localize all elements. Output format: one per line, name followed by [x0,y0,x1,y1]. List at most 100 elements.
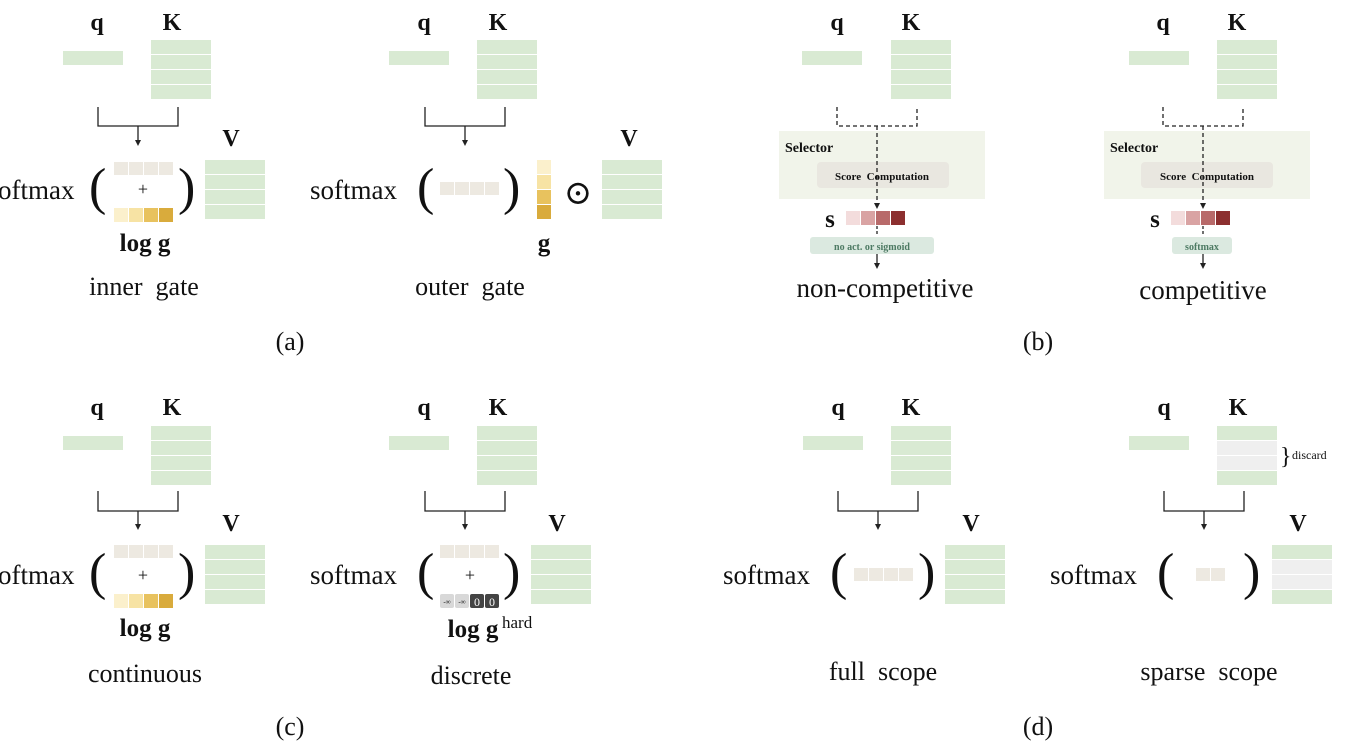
activation-label: softmax [1185,242,1219,253]
score-vector [846,211,905,225]
panel-d-sparse-scope: q K } discard V softmax ( ) sparse scope [1050,395,1332,686]
activation-box [1172,237,1232,254]
qk-connector [97,107,179,142]
activation-box [810,237,934,254]
k-label: K [902,395,921,421]
value-matrix [1272,545,1332,604]
q-label: q [90,10,104,36]
score-computation-box [1141,162,1273,188]
k-label: K [163,395,182,421]
left-paren: ( [89,544,106,601]
query-vector [802,51,862,65]
panel-c-right-label: discrete [431,661,512,690]
key-matrix [1217,426,1277,485]
log-g-label: log g [120,615,171,642]
key-matrix [891,40,951,99]
panel-d-caption: (d) [1023,712,1053,741]
arrow-head [1200,263,1206,269]
softmax-label: softmax [310,175,397,205]
right-paren: ) [178,159,195,216]
zero-cell: 0 [489,595,495,609]
softmax-label: oftmax [0,560,75,590]
panel-b-non-competitive: q K Selector Score Computation s no act.… [779,10,985,303]
arrow-head [875,524,881,530]
query-vector [389,51,449,65]
qk-connector [836,107,918,204]
gate-column [537,160,551,219]
arrow-head [462,524,468,530]
query-vector [803,436,863,450]
score-vector [1171,211,1230,225]
v-label: V [548,511,566,537]
right-paren: ) [1243,544,1260,601]
g-label: g [538,230,551,257]
arrow-head [462,140,468,146]
right-paren: ) [503,159,520,216]
s-label: s [1150,206,1160,233]
qk-connector [837,491,919,526]
arrow-head [1201,524,1207,530]
qk-connector [424,107,506,142]
hard-superscript: hard [502,613,533,632]
v-label: V [620,126,638,152]
q-label: q [90,395,104,421]
panel-b-competitive: q K Selector Score Computation s softmax… [1104,10,1310,305]
score-row [114,545,173,558]
qk-connector [1163,491,1245,526]
softmax-label: softmax [723,560,810,590]
q-label: q [1156,10,1170,36]
hard-gate-row: -∞ -∞ 0 0 [440,594,499,609]
panel-b-caption: (b) [1023,327,1053,356]
score-computation-label: Score Computation [835,171,929,183]
right-paren: ) [178,544,195,601]
panel-a-caption: (a) [276,327,305,356]
v-label: V [1289,511,1307,537]
q-label: q [831,395,845,421]
softmax-label: oftmax [0,175,75,205]
neg-inf-cell: -∞ [443,598,450,606]
log-g-label: log g [448,616,499,643]
value-matrix [205,160,265,219]
key-matrix [151,426,211,485]
panel-b-right-label: competitive [1139,275,1266,305]
panel-c-continuous: q K V oftmax ( ) + [0,395,265,688]
query-vector [389,436,449,450]
right-paren: ) [918,544,935,601]
right-paren: ) [503,544,520,601]
log-g-label: log g [120,230,171,257]
qk-connector [424,491,506,526]
key-matrix [477,40,537,99]
key-matrix [151,40,211,99]
panel-a-outer-gate: q K softmax ( ) g ⊙ V [310,10,662,301]
left-paren: ( [830,544,847,601]
v-label: V [962,511,980,537]
panel-a-right-label: outer gate [415,272,525,301]
k-label: K [902,10,921,36]
plus-sign: + [138,565,148,585]
discard-label: discard [1292,448,1327,462]
score-row [854,568,913,581]
softmax-label: softmax [310,560,397,590]
activation-label: no act. or sigmoid [834,242,910,253]
left-paren: ( [89,159,106,216]
neg-inf-cell: -∞ [458,598,465,606]
score-row [440,182,499,195]
q-label: q [417,10,431,36]
arrow-head [135,524,141,530]
arrow-head [874,263,880,269]
key-matrix [477,426,537,485]
zero-cell: 0 [474,595,480,609]
q-label: q [830,10,844,36]
left-paren: ( [417,544,434,601]
qk-connector [97,491,179,526]
score-row [1196,568,1225,581]
panel-c-left-label: continuous [88,659,202,688]
query-vector [63,51,123,65]
panel-c-discrete: q K V softmax ( ) + -∞ [310,395,591,690]
discard-brace: } [1280,444,1292,470]
key-matrix [891,426,951,485]
plus-sign: + [138,179,148,199]
selector-label: Selector [1110,141,1158,156]
k-label: K [489,10,508,36]
